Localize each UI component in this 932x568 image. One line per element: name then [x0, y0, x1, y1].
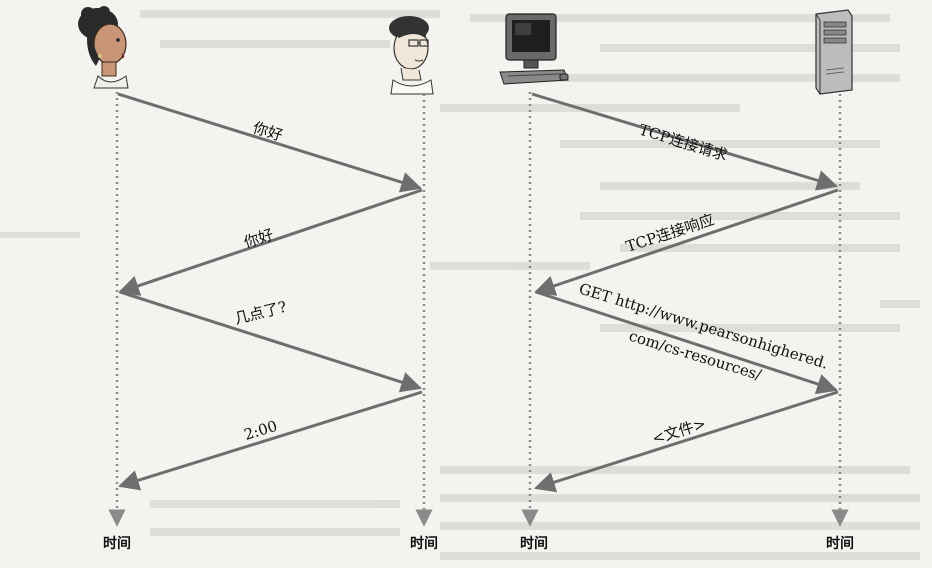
left-msg-1-label: 你好 — [251, 119, 285, 145]
time-label-man: 时间 — [410, 535, 438, 552]
left-arrow-4 — [117, 390, 423, 491]
right-arrow-1 — [531, 92, 839, 191]
woman-icon — [78, 6, 129, 89]
time-label-woman: 时间 — [103, 535, 131, 552]
time-label-computer: 时间 — [520, 535, 548, 552]
left-msg-4-label: 2:00 — [242, 417, 279, 444]
server-icon — [815, 9, 853, 95]
background-texture — [0, 10, 920, 560]
right-arrow-3 — [535, 290, 838, 395]
right-arrow-4 — [533, 390, 839, 493]
right-arrow-2 — [534, 188, 839, 296]
man-icon — [389, 16, 434, 95]
time-label-server: 时间 — [826, 535, 854, 552]
left-arrow-2 — [118, 188, 423, 296]
left-msg-2-label: 你好 — [242, 225, 276, 251]
computer-icon — [499, 13, 569, 85]
left-arrow-1 — [117, 92, 423, 193]
left-msg-3-label: 几点了? — [233, 298, 289, 328]
left-arrow-3 — [119, 290, 423, 393]
